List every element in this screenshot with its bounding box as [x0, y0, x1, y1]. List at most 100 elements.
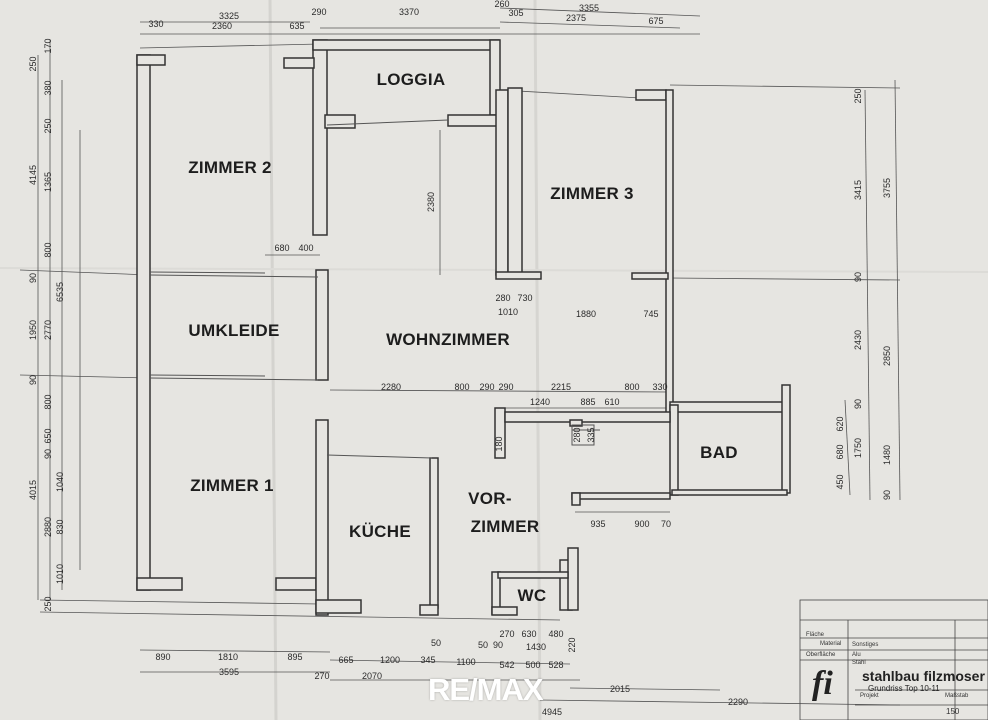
dimension-label: 305	[508, 8, 524, 18]
dimension-label: 885	[580, 397, 596, 407]
title-block-label: Alu	[852, 652, 861, 658]
room-label-umkleide: UMKLEIDE	[188, 321, 280, 340]
dimension-label: 90	[853, 398, 863, 410]
dimension-label: 90	[28, 374, 38, 386]
room-label-zimmer-1: ZIMMER 1	[190, 476, 274, 495]
dimension-label: 290	[479, 382, 495, 392]
dimension-label: 3325	[218, 11, 240, 21]
room-label-kueche: KÜCHE	[349, 522, 411, 541]
dimension-label: 2070	[361, 671, 383, 681]
dimension-label: 290	[498, 382, 514, 392]
dimension-label: 50	[430, 638, 442, 648]
dimension-label: 2360	[211, 21, 233, 31]
dimension-label: 528	[548, 660, 564, 670]
dimension-label: 895	[287, 652, 303, 662]
interior-lines	[149, 119, 600, 459]
dimension-label: 380	[43, 80, 53, 96]
dimension-label: 635	[289, 21, 305, 31]
dimension-label: 935	[590, 519, 606, 529]
company-name: stahlbau filzmoser	[862, 668, 985, 684]
dimension-label: 830	[55, 519, 65, 535]
dimension-label: 4015	[28, 479, 38, 501]
dimension-label: 800	[624, 382, 640, 392]
dimension-label: 800	[454, 382, 470, 392]
dimension-label: 665	[338, 655, 354, 665]
dimension-label: 90	[882, 489, 892, 501]
dimension-label: 90	[492, 640, 504, 650]
dimension-label: 800	[43, 242, 53, 258]
dimension-label: 3415	[853, 179, 863, 201]
dimension-label: 620	[835, 416, 845, 432]
dimension-label: 335	[586, 427, 596, 443]
dimension-label: 250	[43, 118, 53, 134]
dimension-label: 330	[148, 19, 164, 29]
dimension-label: 220	[567, 637, 577, 653]
dimension-label: 2290	[727, 697, 749, 707]
title-block-label: Maßstab	[945, 693, 969, 699]
title-block-label: Projekt	[860, 693, 879, 699]
room-label-zimmer-2: ZIMMER 2	[188, 158, 272, 177]
dimension-label: 730	[517, 293, 533, 303]
dimension-label: 330	[652, 382, 668, 392]
room-label-zimmer-3: ZIMMER 3	[550, 184, 634, 203]
dimension-label: 270	[314, 671, 330, 681]
dimension-label: 680	[274, 243, 290, 253]
drawing-title: Grundriss Top 10-11	[868, 684, 940, 693]
dimension-label: 900	[634, 519, 650, 529]
dimension-label: 610	[604, 397, 620, 407]
dimension-label: 260	[494, 0, 510, 9]
title-block-frame	[799, 599, 988, 720]
dimension-label: 1950	[28, 319, 38, 341]
dimension-label: 400	[298, 243, 314, 253]
dimension-label: 675	[648, 16, 664, 26]
dimension-label: 2280	[380, 382, 402, 392]
paper-fold	[0, 267, 988, 273]
dimension-label: 2430	[853, 329, 863, 351]
room-label-wc: WC	[517, 586, 547, 605]
dimension-label: 1430	[525, 642, 547, 652]
dimension-label: 250	[853, 88, 863, 104]
dimension-label: 1880	[575, 309, 597, 319]
dimension-label: 500	[525, 660, 541, 670]
dimension-label: 6535	[55, 281, 65, 303]
room-label-bad: BAD	[700, 443, 738, 462]
dimension-label: 280	[572, 427, 582, 443]
dimension-label: 450	[835, 474, 845, 490]
paper-fold	[533, 0, 542, 720]
title-block-label: Sonstiges	[852, 642, 879, 648]
dimension-label: 542	[499, 660, 515, 670]
company-logo-mark: fi	[812, 665, 833, 702]
dimension-label: 3755	[882, 177, 892, 199]
title-block-label: Fläche	[806, 632, 825, 638]
dimension-label: 1100	[456, 657, 476, 667]
title-block-label: Material	[820, 641, 842, 647]
dimension-label: 650	[43, 428, 53, 444]
dimension-label: 1010	[497, 307, 519, 317]
remax-watermark-logo: RE/MAX	[428, 672, 544, 707]
dimension-label: 4945	[541, 707, 563, 717]
paper-fold	[268, 0, 278, 720]
dimension-label: 180	[494, 436, 504, 452]
dimension-label: 70	[660, 519, 672, 529]
dimension-label: 3595	[218, 667, 240, 677]
title-block-label: Oberfläche	[806, 652, 836, 658]
dimension-label: 1200	[379, 655, 401, 665]
dimension-label: 2375	[565, 13, 587, 23]
dimension-label: 680	[835, 444, 845, 460]
dimension-label: 290	[311, 7, 327, 17]
room-label-vorzimmer-line-2: ZIMMER	[470, 517, 540, 536]
dimension-label: 890	[155, 652, 171, 662]
dimension-label: 2215	[550, 382, 572, 392]
dimension-label: 50	[477, 640, 489, 650]
drawing-scale: 150	[946, 707, 960, 716]
dimension-label: 1480	[882, 444, 892, 466]
dimension-label: 745	[643, 309, 659, 319]
dimension-label: 2380	[426, 191, 436, 213]
dimension-label: 90	[43, 448, 53, 460]
dimension-label: 2015	[609, 684, 631, 694]
dimension-label: 2770	[43, 319, 53, 341]
dimension-lines	[19, 7, 901, 706]
dimension-label: 90	[28, 272, 38, 284]
dimension-label: 170	[43, 38, 53, 54]
dimension-label: 345	[420, 655, 436, 665]
